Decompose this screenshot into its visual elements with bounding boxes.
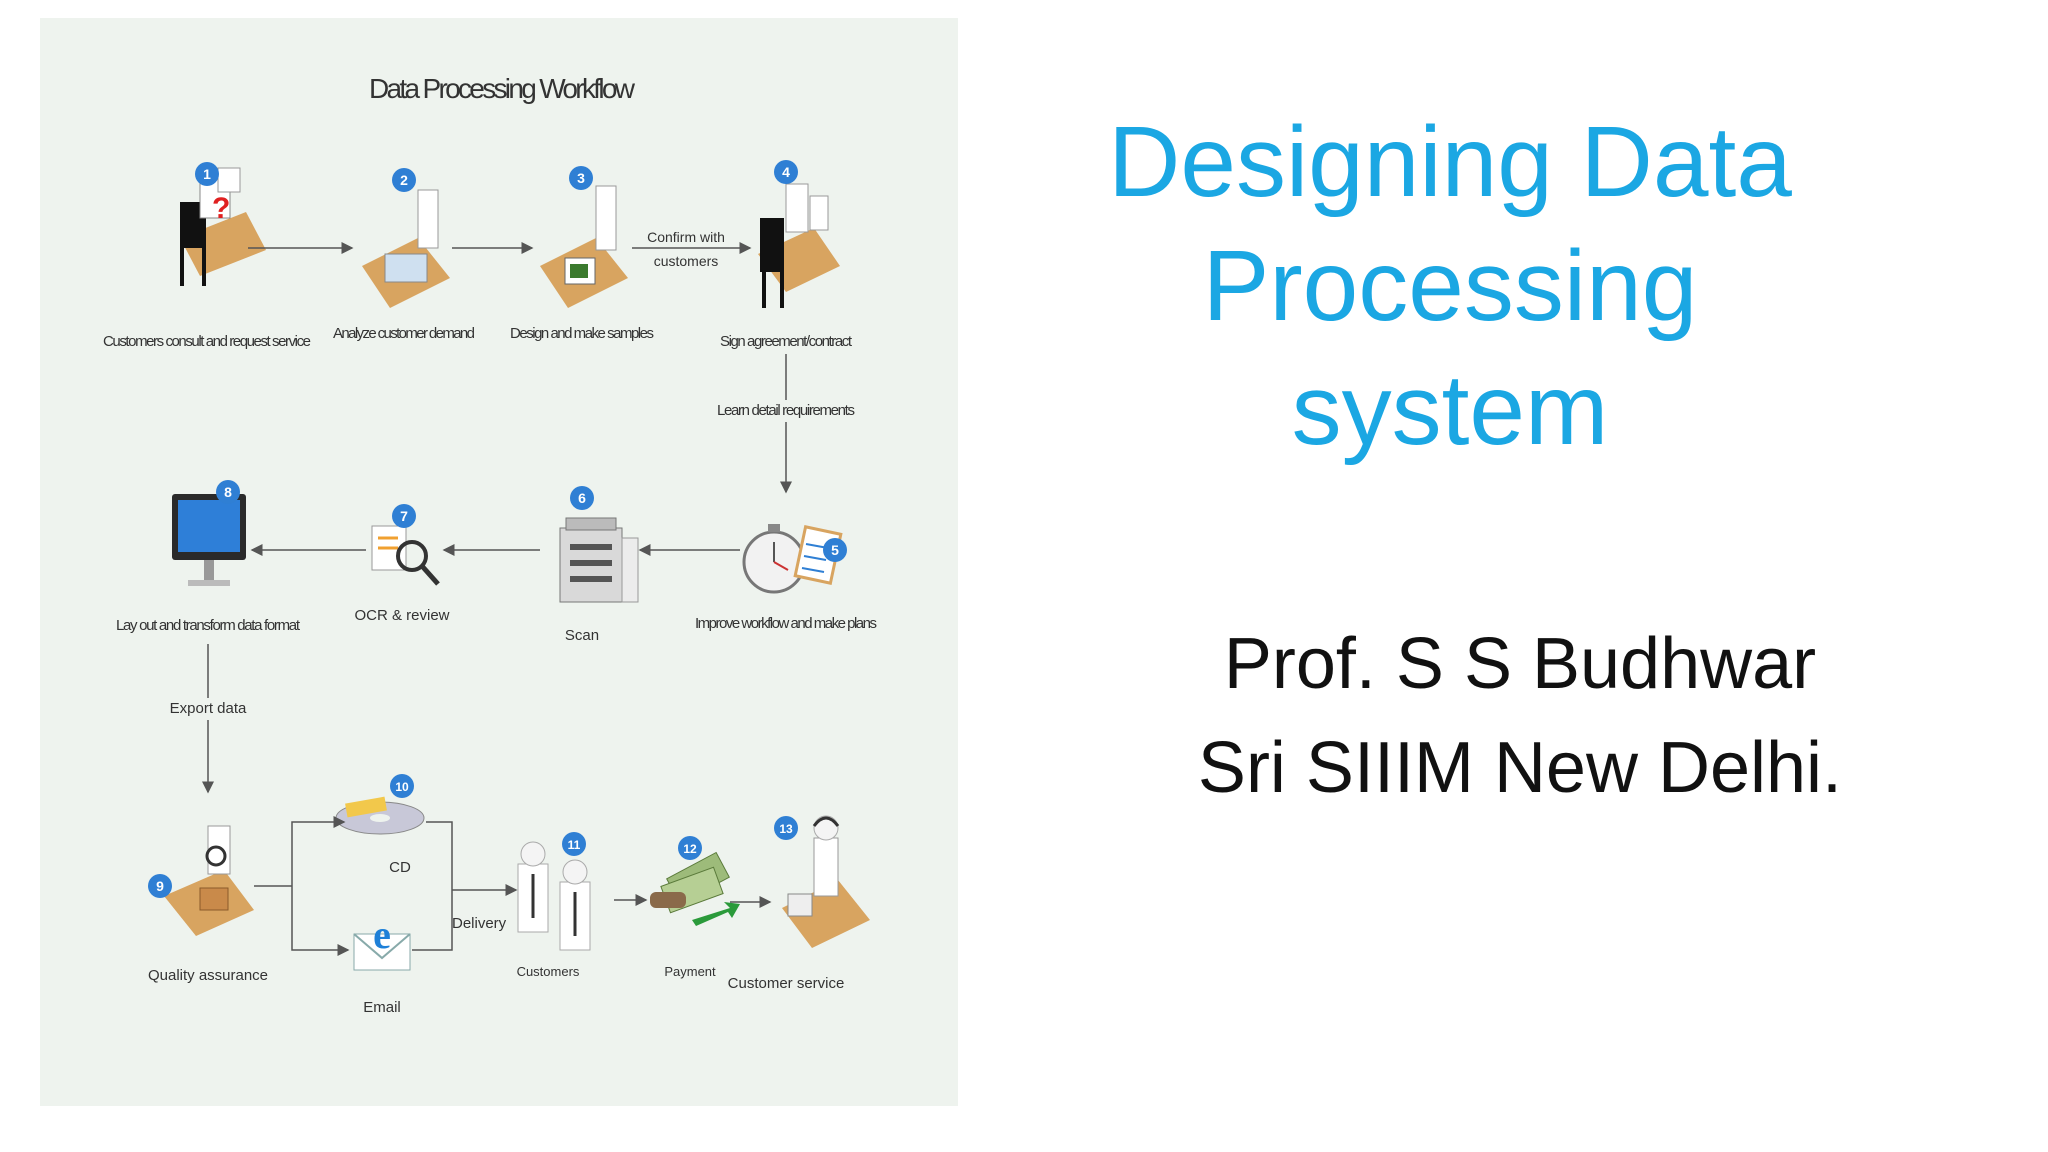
svg-text:5: 5 bbox=[831, 542, 839, 558]
svg-text:1: 1 bbox=[203, 166, 211, 182]
step-3-illustration bbox=[540, 185, 628, 308]
svg-text:?: ? bbox=[212, 192, 230, 225]
step-7-badge: 7 bbox=[392, 504, 416, 528]
edge-label-learn: Learn detail requirements bbox=[717, 402, 855, 419]
step-11-label: Customers bbox=[517, 964, 580, 979]
slide-title-line-2: Processing bbox=[1202, 230, 1698, 342]
arrow-9-email bbox=[291, 886, 350, 956]
svg-text:13: 13 bbox=[779, 822, 793, 836]
edge-label-export: Export data bbox=[170, 700, 247, 717]
step-7-label: OCR & review bbox=[354, 607, 449, 624]
svg-text:e: e bbox=[373, 912, 391, 957]
connector-10-merge bbox=[426, 821, 453, 890]
email-label: Email bbox=[363, 999, 401, 1016]
slide-title: Designing Data Processing system bbox=[1010, 100, 1890, 472]
step-1-label: Customers consult and request service bbox=[103, 333, 311, 350]
step-6-label: Scan bbox=[565, 627, 599, 644]
step-3-label: Design and make samples bbox=[510, 325, 654, 342]
step-13-badge: 13 bbox=[774, 816, 798, 840]
step-2-illustration bbox=[362, 189, 450, 308]
step-5-badge: 5 bbox=[823, 538, 847, 562]
step-10-label: CD bbox=[389, 859, 411, 876]
svg-text:4: 4 bbox=[782, 164, 790, 180]
step-5-label: Improve workflow and make plans bbox=[695, 615, 877, 632]
edge-label-confirm-1: Confirm with bbox=[647, 229, 725, 245]
svg-text:3: 3 bbox=[577, 170, 585, 186]
step-13-illustration bbox=[782, 815, 870, 948]
step-8-badge: 8 bbox=[216, 480, 240, 504]
svg-text:7: 7 bbox=[400, 508, 408, 524]
step-11-badge: 11 bbox=[562, 832, 586, 856]
step-6-badge: 6 bbox=[570, 486, 594, 510]
slide-title-line-1: Designing Data bbox=[1108, 106, 1792, 218]
svg-text:8: 8 bbox=[224, 484, 232, 500]
step-3-badge: 3 bbox=[569, 166, 593, 190]
step-12-badge: 12 bbox=[678, 836, 702, 860]
step-12-label: Payment bbox=[664, 964, 716, 979]
step-1-illustration: ? bbox=[180, 167, 266, 286]
step-9-badge: 9 bbox=[148, 874, 172, 898]
author-institution: Sri SIIIM New Delhi. bbox=[1197, 728, 1843, 808]
step-2-label: Analyze customer demand bbox=[333, 325, 475, 342]
step-6-illustration bbox=[559, 517, 639, 603]
workflow-diagram: Data Processing Workflow ? 1 Customers c… bbox=[40, 18, 958, 1106]
step-2-badge: 2 bbox=[392, 168, 416, 192]
step-9-illustration bbox=[164, 825, 254, 936]
step-11-illustration bbox=[517, 841, 591, 951]
diagram-title: Data Processing Workflow bbox=[369, 73, 636, 104]
step-1-badge: 1 bbox=[195, 162, 219, 186]
svg-text:2: 2 bbox=[400, 172, 408, 188]
step-13-label: Customer service bbox=[728, 975, 845, 992]
step-7-illustration bbox=[371, 525, 440, 586]
step-9-label: Quality assurance bbox=[148, 967, 268, 984]
edge-label-delivery: Delivery bbox=[452, 915, 507, 932]
step-12-illustration bbox=[650, 851, 740, 926]
svg-text:9: 9 bbox=[156, 878, 164, 894]
step-8-label: Lay out and transform data format bbox=[116, 617, 301, 634]
arrow-9-10 bbox=[291, 816, 346, 886]
svg-text:12: 12 bbox=[683, 842, 697, 856]
step-10-illustration bbox=[335, 796, 425, 835]
email-icon: e bbox=[353, 912, 411, 971]
edge-label-confirm-2: customers bbox=[654, 253, 719, 269]
step-4-badge: 4 bbox=[774, 160, 798, 184]
step-10-badge: 10 bbox=[390, 774, 414, 798]
svg-text:10: 10 bbox=[395, 780, 409, 794]
step-8-illustration bbox=[172, 494, 246, 586]
step-4-illustration bbox=[758, 183, 840, 308]
svg-text:6: 6 bbox=[578, 490, 586, 506]
svg-text:11: 11 bbox=[568, 838, 581, 852]
author-info: Prof. S S Budhwar Sri SIIIM New Delhi. bbox=[1100, 612, 1940, 820]
step-4-label: Sign agreement/contract bbox=[720, 333, 853, 350]
author-name: Prof. S S Budhwar bbox=[1223, 624, 1817, 704]
connector-email-merge bbox=[412, 890, 453, 951]
slide-title-line-3: system bbox=[1291, 354, 1609, 466]
